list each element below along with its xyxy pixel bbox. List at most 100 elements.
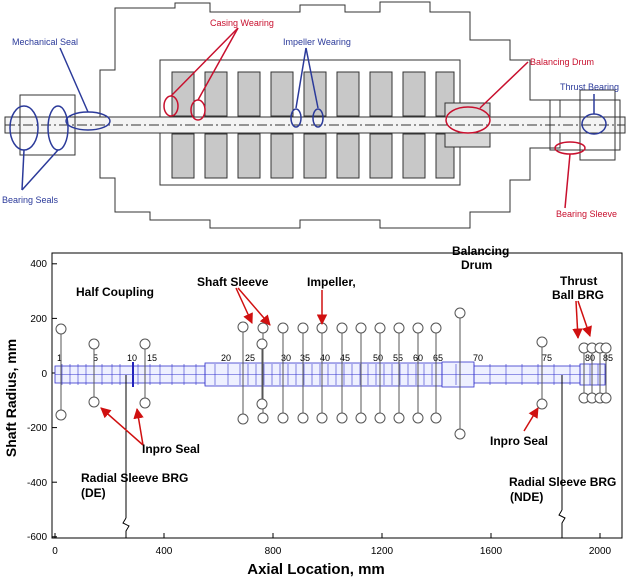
bearing-supports: [122, 375, 566, 538]
label-bearing-sleeve: Bearing Sleeve: [556, 209, 617, 219]
disk: [297, 322, 309, 424]
y-tick-label: 400: [30, 259, 47, 270]
disk-node: [256, 398, 268, 410]
annotation-shaft-sleeve: Shaft Sleeve: [197, 275, 269, 289]
disk: [454, 307, 466, 440]
disk-node: [237, 321, 249, 333]
disk: [55, 323, 67, 421]
disk-node: [454, 428, 466, 440]
station-label: 20: [221, 353, 231, 363]
annotation-half-coupling: Half Coupling: [76, 285, 154, 299]
annotation-inpro-seal-de: Inpro Seal: [142, 442, 200, 456]
plot-frame: [51, 252, 623, 539]
disk-node: [336, 412, 348, 424]
disk: [578, 342, 590, 404]
x-tick-label: 400: [156, 546, 173, 557]
pump-cross-section-drawing: Mechanical Seal Casing Wearing Impeller …: [2, 1, 626, 229]
label-thrust-bearing: Thrust Bearing: [560, 82, 619, 92]
disk: [277, 322, 289, 424]
disk: [237, 321, 249, 425]
disk-node: [55, 323, 67, 335]
disk-node: [355, 412, 367, 424]
annotation-de: (DE): [81, 486, 106, 500]
disk-node: [374, 322, 386, 334]
y-tick-label: 200: [30, 314, 47, 325]
label-casing-wearing: Casing Wearing: [210, 18, 274, 28]
annotation-balancing: Balancing: [452, 244, 509, 258]
disk-node: [430, 322, 442, 334]
disk-node: [257, 412, 269, 424]
disk: [600, 342, 612, 404]
disk-node: [316, 322, 328, 334]
disk: [393, 322, 405, 424]
disk: [316, 322, 328, 424]
disk: [88, 338, 100, 408]
x-tick-label: 1600: [480, 546, 503, 557]
disk-node: [374, 412, 386, 424]
disk-node: [355, 322, 367, 334]
y-axis-title: Shaft Radius, mm: [3, 339, 19, 457]
station-label: 55: [393, 353, 403, 363]
impeller-wearing-highlight-1: [290, 108, 302, 128]
station-label: 1: [57, 353, 62, 363]
disk-node: [297, 322, 309, 334]
annotation-drum: Drum: [461, 258, 492, 272]
disk: [430, 322, 442, 424]
disk-node: [536, 336, 548, 348]
disk: [336, 322, 348, 424]
shaft-beam: [54, 361, 606, 388]
disk: [139, 338, 151, 409]
station-label: 85: [603, 353, 613, 363]
disk-node: [88, 396, 100, 408]
disk-node: [430, 412, 442, 424]
disk-node: [139, 397, 151, 409]
x-tick-label: 800: [265, 546, 282, 557]
annotation-radial-sleeve-nde: Radial Sleeve BRG: [509, 475, 616, 489]
station-label: 30: [281, 353, 291, 363]
disk: [586, 342, 598, 404]
disk-node: [277, 412, 289, 424]
annotation-thrust: Thrust: [560, 274, 597, 288]
station-label: 5: [93, 353, 98, 363]
x-tick-label: 2000: [589, 546, 612, 557]
rotor-model-plot: 400 200 0 -200 -400 -600 0 400 800 1200 …: [3, 244, 623, 577]
station-label: 10: [127, 353, 137, 363]
disk: [256, 338, 268, 410]
disk-node: [393, 322, 405, 334]
annotation-radial-sleeve-de: Radial Sleeve BRG: [81, 471, 188, 485]
disk-node: [412, 412, 424, 424]
station-label: 70: [473, 353, 483, 363]
disk-node: [237, 413, 249, 425]
disk-node: [393, 412, 405, 424]
station-label: 80: [585, 353, 595, 363]
disk: [374, 322, 386, 424]
annotation-nde: (NDE): [510, 490, 543, 504]
de-bearing-housing: [19, 94, 76, 156]
balancing-drum-part: [444, 102, 491, 118]
disk-node: [536, 398, 548, 410]
y-tick-label: -400: [27, 478, 47, 489]
disk-node: [600, 392, 612, 404]
y-tick-label: 0: [41, 369, 47, 380]
x-axis-title: Axial Location, mm: [247, 561, 385, 577]
disk-node: [256, 338, 268, 350]
label-balancing-drum: Balancing Drum: [530, 57, 594, 67]
annotation-arrows: [100, 287, 592, 446]
x-tick-label: 0: [52, 546, 58, 557]
station-label: 15: [147, 353, 157, 363]
tick-marks: [52, 263, 601, 538]
impeller-wearing-highlight-2: [312, 108, 324, 128]
station-label: 65: [433, 353, 443, 363]
disk: [355, 322, 367, 424]
disk-node: [316, 412, 328, 424]
disk-node: [336, 322, 348, 334]
disk-node: [55, 409, 67, 421]
y-tick-label: -200: [27, 423, 47, 434]
disk-node: [454, 307, 466, 319]
disk: [536, 336, 548, 410]
disk-elements: [55, 307, 612, 440]
label-mechanical-seal: Mechanical Seal: [12, 37, 78, 47]
annotation-ball-brg: Ball BRG: [552, 288, 604, 302]
station-label: 40: [320, 353, 330, 363]
station-label: 35: [300, 353, 310, 363]
